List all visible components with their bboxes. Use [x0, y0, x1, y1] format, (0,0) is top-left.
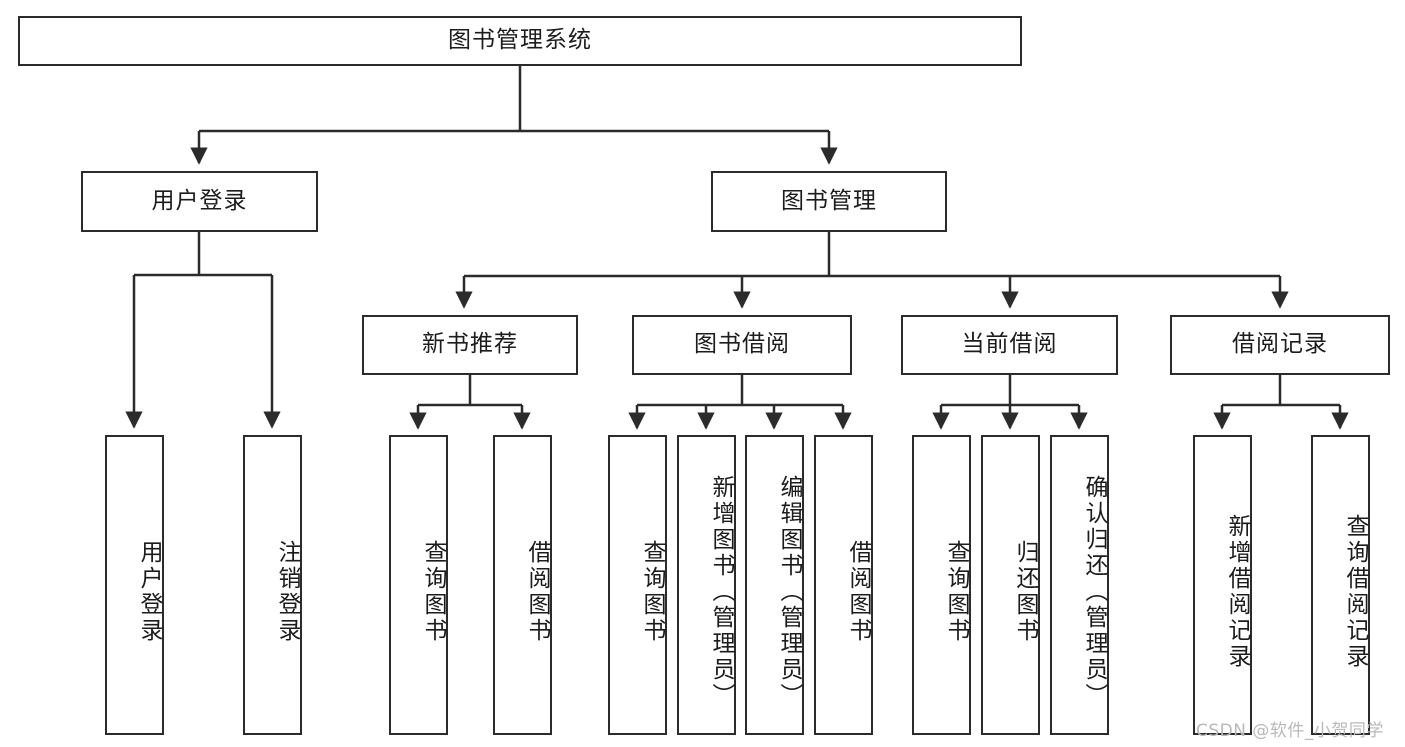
leaf-book-borrow-query-books[interactable]: 查询图书 — [608, 435, 667, 735]
node-current-borrowing[interactable]: 当前借阅 — [901, 315, 1118, 375]
leaf-book-borrow-add-book-admin[interactable]: 新增图书（管理员） — [677, 435, 736, 735]
leaf-label: 注销登录 — [274, 540, 300, 644]
leaf-label: 新增借阅记录 — [1224, 514, 1250, 670]
leaf-label: 查询借阅记录 — [1342, 514, 1368, 670]
leaf-current-borrow-query-books[interactable]: 查询图书 — [912, 435, 971, 735]
node-book-management[interactable]: 图书管理 — [711, 171, 947, 232]
leaf-label: 借阅图书 — [845, 540, 871, 644]
leaf-label: 用户登录 — [136, 540, 162, 644]
leaf-current-borrow-confirm-return-admin[interactable]: 确认归还（管理员） — [1050, 435, 1109, 735]
leaf-book-borrow-edit-book-admin[interactable]: 编辑图书（管理员） — [745, 435, 804, 735]
node-user-login[interactable]: 用户登录 — [81, 171, 318, 232]
leaf-book-borrow-borrow-books[interactable]: 借阅图书 — [814, 435, 873, 735]
node-root-book-management-system[interactable]: 图书管理系统 — [18, 16, 1022, 66]
leaf-borrow-record-query-record[interactable]: 查询借阅记录 — [1311, 435, 1370, 735]
leaf-label: 查询图书 — [943, 540, 969, 644]
leaf-label: 查询图书 — [639, 540, 665, 644]
leaf-user-login-logout[interactable]: 注销登录 — [243, 435, 302, 735]
node-book-borrowing[interactable]: 图书借阅 — [632, 315, 852, 375]
leaf-borrow-record-add-record[interactable]: 新增借阅记录 — [1193, 435, 1252, 735]
leaf-label: 借阅图书 — [524, 540, 550, 644]
leaf-label: 编辑图书（管理员） — [776, 475, 802, 709]
leaf-label: 确认归还（管理员） — [1081, 475, 1107, 709]
node-borrowing-record[interactable]: 借阅记录 — [1170, 315, 1390, 375]
leaf-label: 新增图书（管理员） — [708, 475, 734, 709]
leaf-label: 查询图书 — [420, 540, 446, 644]
node-new-book-recommendation[interactable]: 新书推荐 — [362, 315, 578, 375]
leaf-label: 归还图书 — [1012, 540, 1038, 644]
leaf-current-borrow-return-books[interactable]: 归还图书 — [981, 435, 1040, 735]
leaf-user-login-login[interactable]: 用户登录 — [105, 435, 164, 735]
leaf-new-book-query-books[interactable]: 查询图书 — [389, 435, 448, 735]
leaf-new-book-borrow-books[interactable]: 借阅图书 — [493, 435, 552, 735]
